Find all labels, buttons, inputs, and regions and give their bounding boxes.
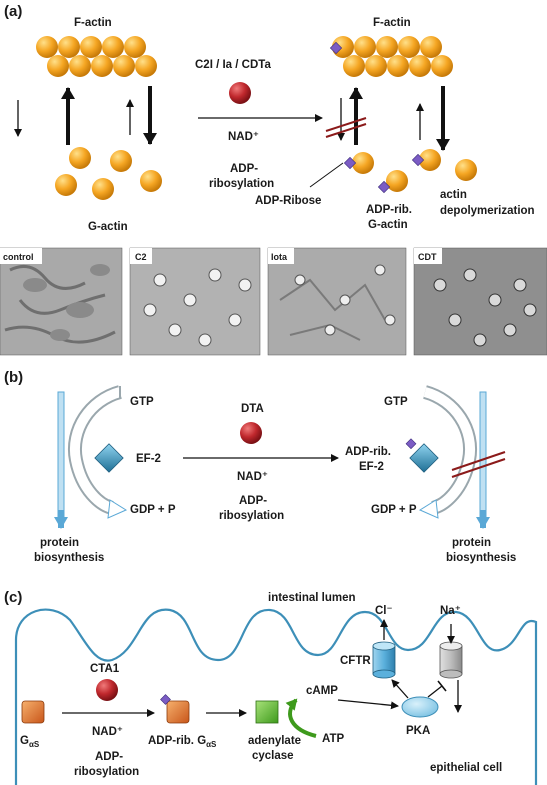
na-label: Na⁺ — [440, 605, 461, 617]
micrograph-iota: Iota — [267, 247, 407, 356]
depol-l2: depolymerization — [440, 205, 535, 217]
gtp-left: GTP — [130, 396, 154, 408]
panel-b: (b) GTP EF-2 GDP + P protein biosynthesi… — [4, 369, 516, 564]
g-alpha-s-icon — [21, 700, 45, 724]
g-main: GαS — [20, 735, 40, 749]
f-actin-right-label: F-actin — [373, 17, 411, 29]
atp-label: ATP — [322, 733, 344, 745]
depol-l1: actin — [440, 189, 467, 201]
gtp-right: GTP — [384, 396, 408, 408]
pka-label: PKA — [406, 725, 430, 737]
micrograph-c2: C2 — [129, 247, 261, 356]
adp-b-line1: ADP- — [239, 495, 267, 507]
cell-outline — [14, 608, 538, 785]
adenylate-l1: adenylate — [248, 735, 301, 747]
micrograph-cdt: CDT — [413, 247, 547, 356]
cftr-label: CFTR — [340, 655, 371, 667]
camp-label: cAMP — [306, 685, 338, 697]
cftr-channel-icon — [372, 641, 396, 679]
cta1-toxin-sphere-icon — [96, 679, 118, 701]
f-actin-right — [329, 36, 453, 77]
adp-rib-ef2-diamond-icon — [409, 443, 439, 473]
g-actin-monomers — [55, 147, 162, 200]
f-actin-left-label: F-actin — [74, 17, 112, 29]
adp-ribose-label: ADP-Ribose — [255, 195, 321, 207]
panel-b-label: (b) — [4, 369, 23, 386]
adp-rib-ef2-l1: ADP-rib. — [345, 446, 391, 458]
cl-label: Cl⁻ — [375, 605, 393, 617]
adp-rib-g-alpha-s-icon — [166, 700, 190, 724]
protein-right-l2: biosynthesis — [446, 552, 516, 564]
adp-a-line1: ADP- — [230, 163, 258, 175]
toxin-names: C2I / Ia / CDTa — [195, 59, 271, 71]
ef2-diamond-icon — [94, 443, 124, 473]
adp-ribose-pointer — [309, 162, 344, 188]
adp-rib-gactin-l1: ADP-rib. — [366, 204, 412, 216]
panel-a-label: (a) — [4, 3, 22, 20]
g-actin-label: G-actin — [88, 221, 128, 233]
f-actin-left — [36, 36, 157, 77]
adp-c-line2: ribosylation — [74, 766, 139, 778]
ef2-label: EF-2 — [136, 453, 161, 465]
toxin-sphere-icon — [229, 82, 251, 104]
dta-toxin-sphere-icon — [240, 422, 262, 444]
adp-rib-gactin-l2: G-actin — [368, 219, 408, 231]
adp-c-line1: ADP- — [95, 751, 123, 763]
na-channel-icon — [439, 641, 463, 679]
nad-b: NAD⁺ — [237, 471, 268, 483]
nad-a: NAD⁺ — [228, 131, 259, 143]
intestinal-lumen-label: intestinal lumen — [268, 592, 356, 604]
panel-c-label: (c) — [4, 589, 22, 606]
protein-left-l2: biosynthesis — [34, 552, 104, 564]
adp-rib-ef2-l2: EF-2 — [359, 461, 384, 473]
nad-c: NAD⁺ — [92, 726, 123, 738]
photo-label-cdt: CDT — [418, 252, 437, 262]
adp-rib-g-label: ADP-rib. GαS — [148, 735, 217, 749]
epithelial-cell-label: epithelial cell — [430, 762, 502, 774]
photo-label-control: control — [3, 252, 34, 262]
adenylate-cyclase-icon — [255, 700, 279, 724]
gdp-right: GDP + P — [371, 504, 417, 516]
photo-label-iota: Iota — [271, 252, 288, 262]
pka-icon — [401, 696, 439, 718]
protein-left-l1: protein — [40, 537, 79, 549]
adp-a-line2: ribosylation — [209, 178, 274, 190]
micrograph-control: control — [0, 247, 123, 356]
adenylate-l2: cyclase — [252, 750, 294, 762]
gdp-left: GDP + P — [130, 504, 176, 516]
dta-label: DTA — [241, 403, 264, 415]
adp-rib-g-actin-monomers — [343, 149, 477, 194]
protein-right-l1: protein — [452, 537, 491, 549]
photo-label-c2: C2 — [135, 252, 147, 262]
panel-c: (c) intestinal lumen Cl⁻ CFTR Na⁺ PKA CT… — [4, 589, 538, 785]
panel-a: (a) F-actin G-actin C2I / Ia / CDTa — [0, 3, 547, 356]
adp-b-line2: ribosylation — [219, 510, 284, 522]
cta1-label: CTA1 — [90, 663, 120, 675]
